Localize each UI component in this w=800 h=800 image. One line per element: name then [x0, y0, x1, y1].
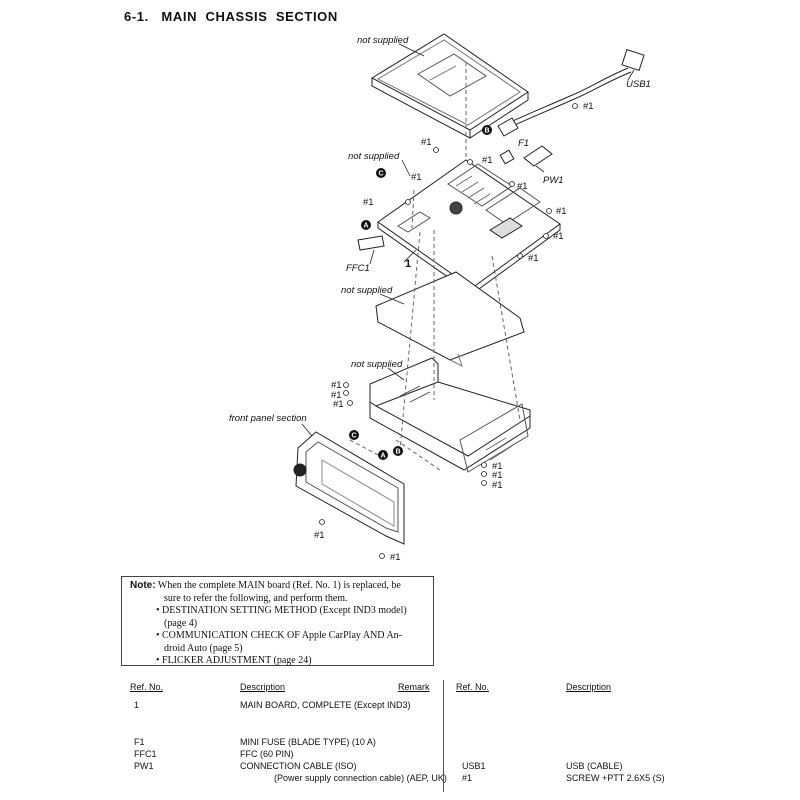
row-desc-continuation: (Power supply connection cable) (AEP, UK…	[274, 773, 447, 783]
note-item: • COMMUNICATION CHECK OF Apple CarPlay A…	[156, 630, 403, 654]
row-desc: CONNECTION CABLE (ISO)	[240, 761, 357, 771]
exploded-view-diagram: B C A C A B not supplied USB1 #1 #1 F1 n…	[229, 33, 651, 563]
top-cover	[370, 33, 529, 139]
label-screw: #1	[492, 461, 503, 472]
alignment-lines	[349, 62, 521, 471]
insulation-sheet	[375, 271, 525, 367]
note-intro-line2: sure to refer the following, and perform…	[164, 592, 348, 604]
col-header-ref-no-right: Ref. No.	[456, 682, 490, 692]
callout-b-bottom: B	[393, 446, 403, 456]
label-screw: #1	[556, 206, 567, 217]
label-screw: #1	[528, 253, 539, 264]
label-front-panel-section: front panel section	[229, 413, 307, 424]
callout-c-bottom: C	[349, 430, 359, 440]
row-ref-right: #1	[462, 773, 473, 783]
svg-text:A: A	[363, 223, 368, 230]
col-header-description: Description	[240, 682, 286, 692]
svg-text:B: B	[484, 128, 489, 135]
label-screw: #1	[517, 181, 528, 192]
row-ref: F1	[134, 737, 145, 747]
front-panel	[293, 431, 405, 545]
label-not-supplied-chassis: not supplied	[351, 359, 403, 370]
note-intro-line1: When the complete MAIN board (Ref. No. 1…	[157, 580, 401, 591]
label-f1: F1	[518, 138, 529, 149]
row-ref: PW1	[134, 761, 154, 771]
row-desc-right: USB (CABLE)	[566, 761, 623, 771]
svg-text:C: C	[378, 171, 383, 178]
label-not-supplied-cover: not supplied	[357, 35, 409, 46]
callout-b-top: B	[482, 125, 492, 135]
row-ref: FFC1	[134, 749, 157, 759]
row-desc: MAIN BOARD, COMPLETE (Except IND3)	[240, 700, 411, 710]
label-screw: #1	[583, 101, 594, 112]
label-screw: #1	[553, 231, 564, 242]
label-screw: #1	[421, 137, 432, 148]
usb-cable	[497, 48, 645, 137]
note-item: • FLICKER ADJUSTMENT (page 24)	[156, 655, 312, 666]
chassis-bracket	[369, 357, 531, 473]
label-pw1: PW1	[543, 175, 564, 186]
note-item: • DESTINATION SETTING METHOD (Except IND…	[156, 605, 407, 629]
callout-a-top: A	[361, 220, 371, 230]
label-screw: #1	[411, 172, 422, 183]
row-ref-right: USB1	[462, 761, 486, 771]
label-ref-1: 1	[405, 258, 411, 270]
svg-text:C: C	[351, 433, 356, 440]
label-screw: #1	[482, 155, 493, 166]
row-desc: MINI FUSE (BLADE TYPE) (10 A)	[240, 737, 376, 747]
note-intro: Note: When the complete MAIN board (Ref.…	[130, 580, 427, 593]
main-board	[377, 159, 561, 295]
label-screw: #1	[331, 390, 342, 401]
label-screw: #1	[314, 530, 325, 541]
label-not-supplied-bracket: not supplied	[348, 151, 400, 162]
label-ffc1: FFC1	[346, 263, 370, 274]
col-header-remark: Remark	[398, 682, 430, 692]
screws	[319, 103, 578, 559]
label-not-supplied-sheet: not supplied	[341, 285, 393, 296]
svg-text:A: A	[380, 453, 385, 460]
row-desc: FFC (60 PIN)	[240, 749, 294, 759]
label-screw: #1	[492, 470, 503, 481]
label-screw: #1	[333, 399, 344, 410]
section-title: 6-1. MAIN CHASSIS SECTION	[124, 9, 338, 24]
column-divider	[443, 680, 444, 792]
label-screw: #1	[331, 380, 342, 391]
label-screw: #1	[492, 480, 503, 491]
note-box: Note: When the complete MAIN board (Ref.…	[121, 576, 434, 666]
svg-text:B: B	[395, 449, 400, 456]
label-usb1: USB1	[626, 79, 651, 90]
row-desc-right: SCREW +PTT 2.6X5 (S)	[566, 773, 665, 783]
callout-c-top: C	[376, 168, 386, 178]
col-header-description-right: Description	[566, 682, 612, 692]
label-screw: #1	[363, 197, 374, 208]
col-header-ref-no: Ref. No.	[130, 682, 164, 692]
label-screw: #1	[390, 552, 401, 563]
callout-a-bottom: A	[378, 450, 388, 460]
note-heading: Note:	[130, 580, 156, 591]
row-ref: 1	[134, 700, 140, 710]
